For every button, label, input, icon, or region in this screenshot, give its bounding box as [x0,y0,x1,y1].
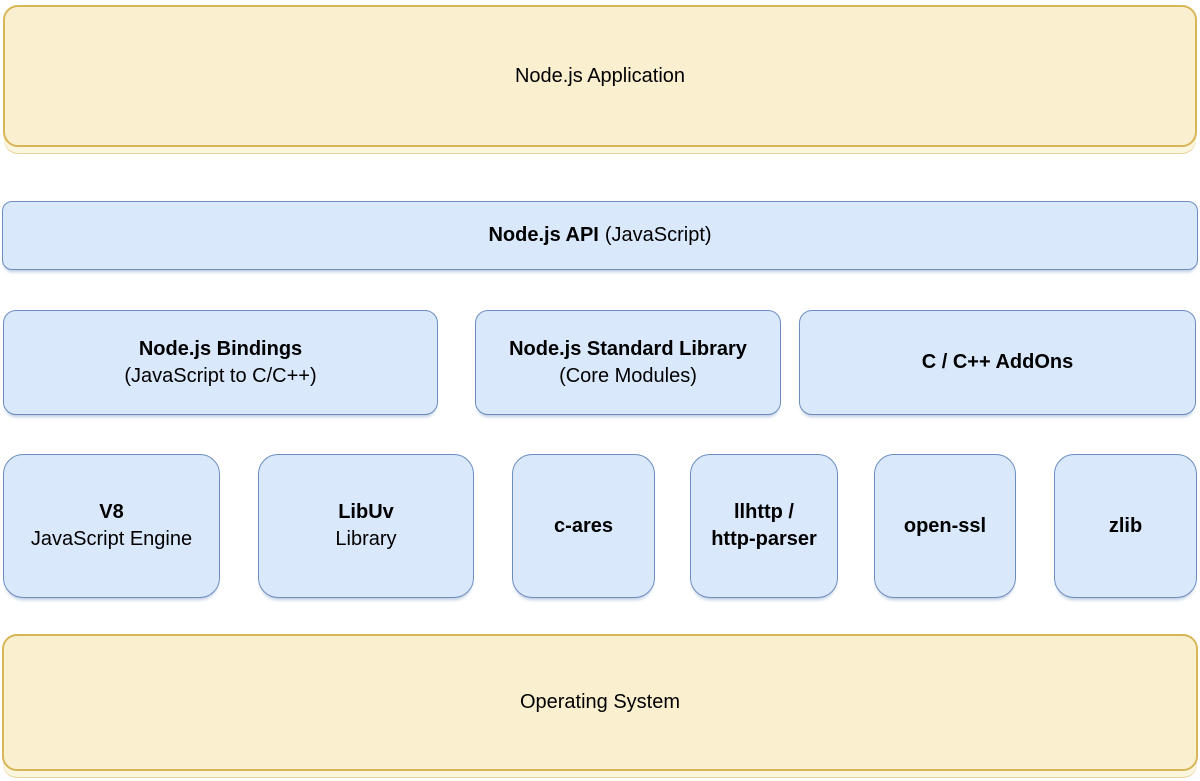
libuv-subtitle: Library [335,528,397,550]
c-cpp-addons-title: C / C++ AddOns [921,351,1074,373]
nodejs-api-title: Node.js API [488,224,599,246]
box-zlib: zlib [1054,454,1197,598]
layer-nodejs-application: Node.js Application [3,5,1197,147]
nodejs-application-label: Node.js Application [514,64,686,87]
box-nodejs-standard-library: Node.js Standard Library (Core Modules) [475,310,781,415]
v8-title: V8 [99,501,124,523]
box-open-ssl: open-ssl [874,454,1016,598]
layer-nodejs-api: Node.js API (JavaScript) [2,201,1198,270]
c-ares-title: c-ares [554,514,613,537]
nodejs-bindings-subtitle: (JavaScript to C/C++) [124,364,317,387]
llhttp-http-parser-title: llhttp / http-parser [711,501,817,550]
zlib-title: zlib [1108,514,1143,537]
nodejs-bindings-title: Node.js Bindings [138,337,303,360]
nodejs-standard-library-subtitle: (Core Modules) [559,364,697,387]
layer-operating-system: Operating System [2,634,1198,771]
operating-system-label: Operating System [519,691,681,713]
box-c-ares: c-ares [512,454,655,598]
box-nodejs-bindings: Node.js Bindings (JavaScript to C/C++) [3,310,438,415]
v8-subtitle: JavaScript Engine [30,528,193,550]
nodejs-standard-library-title: Node.js Standard Library [509,337,747,360]
box-v8: V8 JavaScript Engine [3,454,220,598]
box-llhttp-http-parser: llhttp / http-parser [690,454,838,598]
libuv-title: LibUv [338,501,394,523]
open-ssl-title: open-ssl [903,514,987,537]
box-libuv: LibUv Library [258,454,474,598]
box-c-cpp-addons: C / C++ AddOns [799,310,1196,415]
nodejs-api-subtitle: (JavaScript) [604,224,712,246]
